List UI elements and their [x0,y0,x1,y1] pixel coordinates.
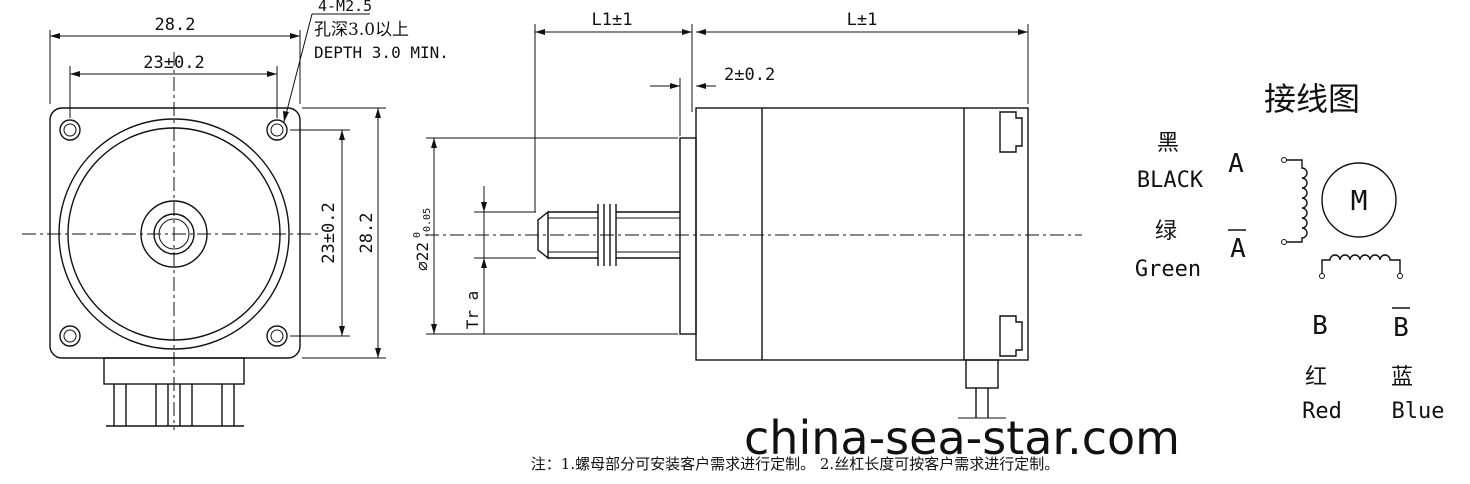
flange-square [49,107,301,359]
housing-outer-circle [58,118,290,350]
phase-a-bar-label: A [1230,234,1246,264]
motor-label: M [1351,184,1368,217]
dim-hole-spacing-vertical: 23±0.2 [319,202,339,263]
dim-overall-width: 28.2 [155,15,196,35]
wire-blue-cn: 蓝 [1391,365,1413,390]
wire-green-en: Green [1135,257,1201,282]
dim-boss-diameter: ⌀22 0 -0.05 [412,208,433,271]
dim-shaft-length: L1±1 [592,10,633,30]
wire-black-cn: 黑 [1157,131,1179,156]
connector-block [103,357,245,427]
wire-black-en: BLACK [1137,168,1204,193]
boss-diameter-symbol: ⌀22 [413,242,432,271]
housing-inner-circle [67,127,281,341]
motor-symbol [1321,162,1397,238]
coil-phase-a [1281,157,1308,245]
phase-b-label: B [1312,311,1328,341]
side-view: L1±1 L±1 2±0.2 ⌀22 0 -0.05 Tr a [412,10,1082,419]
wire-red-en: Red [1302,399,1342,424]
wire-blue-en: Blue [1392,399,1445,424]
phase-b-bar-label: B [1393,313,1409,343]
hole-callout-depth-en: DEPTH 3.0 MIN. [314,43,449,62]
thread-label: Tr a [463,291,482,330]
watermark-text: china-sea-star.com [744,411,1180,465]
wiring-diagram: 接线图 黑 BLACK 绿 Green A A M B B 红 Red 蓝 Bl… [1135,80,1445,424]
pilot-boss [679,137,697,335]
mounting-holes [59,119,288,347]
hub-inner [153,213,195,255]
dim-hole-spacing-horizontal: 23±0.2 [143,53,204,73]
hole-callout-thread: 4-M2.5 [318,0,372,15]
front-view: 28.2 23±0.2 23±0.2 28.2 4-M2.5 孔深3.0以上 D… [22,0,449,430]
wiring-title: 接线图 [1264,80,1360,118]
wire-green-cn: 绿 [1155,219,1177,244]
lead-screw [537,204,680,266]
boss-diameter-upper-tol: 0 [412,232,423,238]
footnote: 注：1.螺母部分可安装客户需求进行定制。 2.丝杠长度可按客户需求进行定制。 [531,455,1059,473]
wire-red-cn: 红 [1305,365,1327,390]
dim-body-length: L±1 [847,10,878,30]
boss-diameter-lower-tol: -0.05 [422,208,433,238]
hub-outer [140,200,208,268]
dim-boss-length: 2±0.2 [724,65,775,85]
hole-callout-depth-cn: 孔深3.0以上 [314,20,409,40]
motor-body [695,107,1029,361]
dim-overall-height: 28.2 [357,213,377,254]
phase-a-label: A [1228,149,1244,179]
coil-phase-b [1319,254,1403,279]
